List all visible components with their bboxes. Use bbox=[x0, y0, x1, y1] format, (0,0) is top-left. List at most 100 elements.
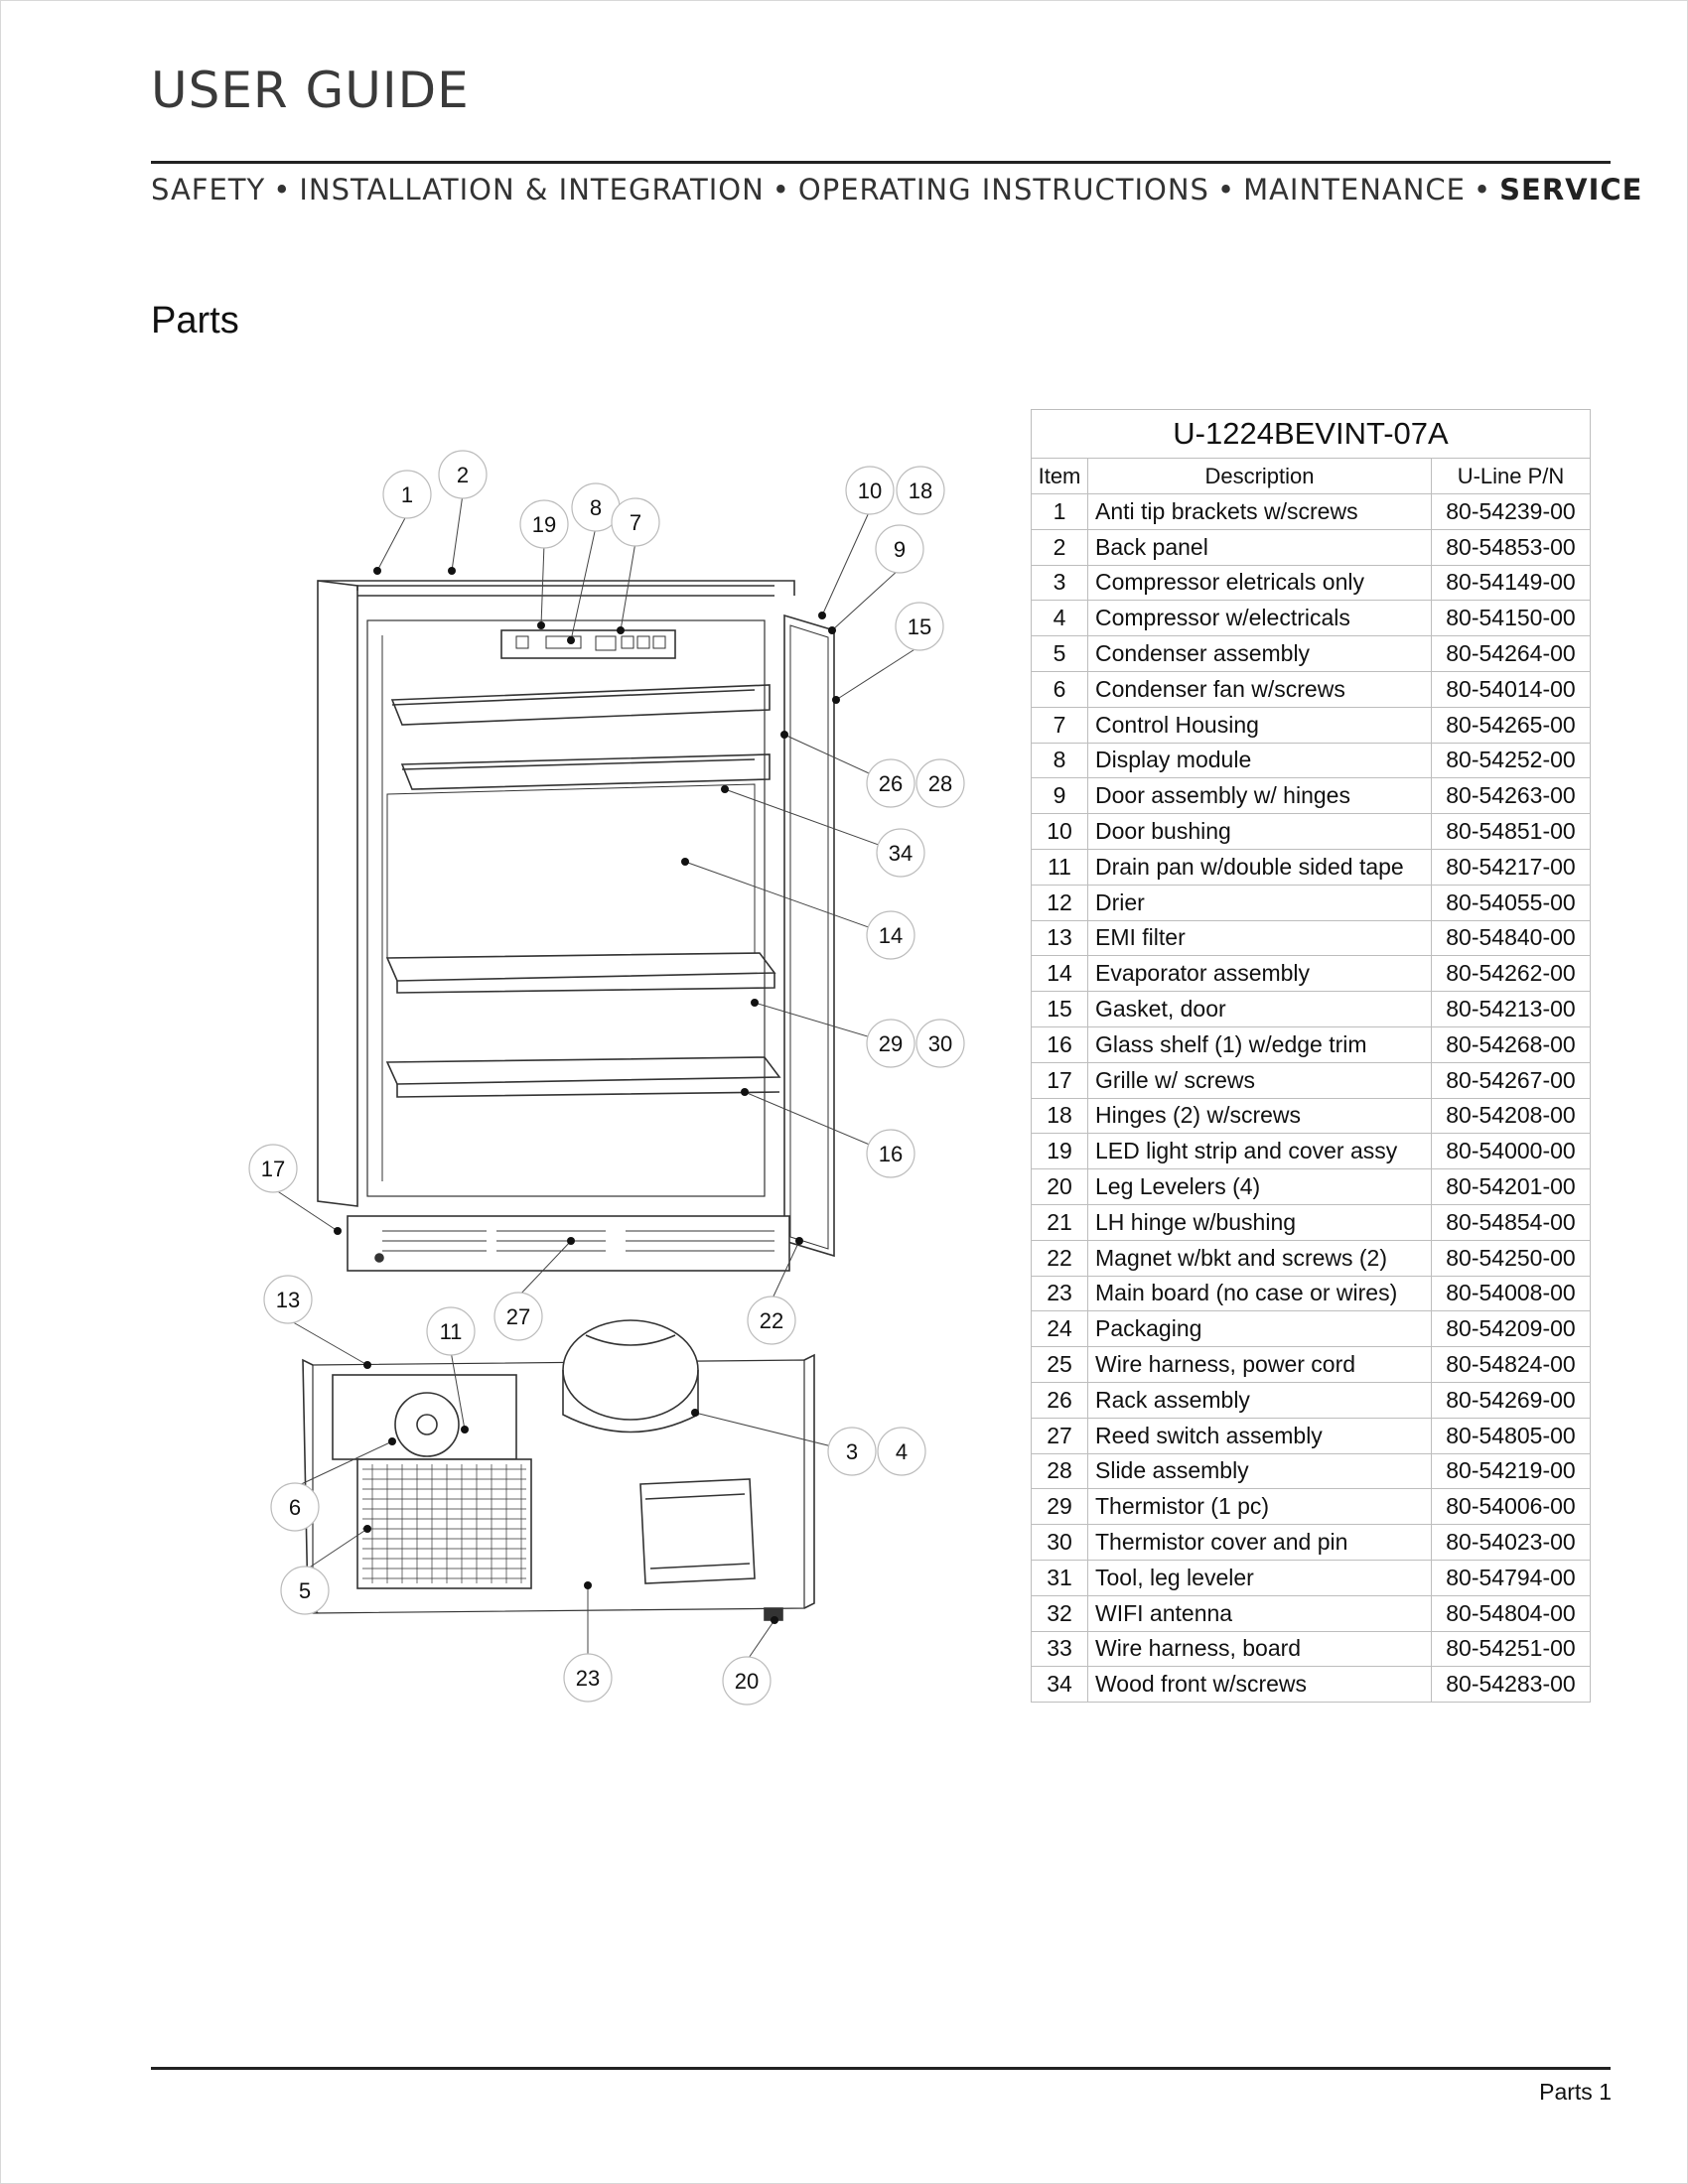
callout-leader-line bbox=[287, 1318, 368, 1366]
item-number: 1 bbox=[1031, 493, 1088, 530]
nav-item-maintenance: MAINTENANCE bbox=[1243, 173, 1467, 206]
callout-leader-line bbox=[294, 1440, 393, 1488]
part-description: Condenser assembly bbox=[1087, 635, 1432, 672]
part-description: Compressor eletricals only bbox=[1087, 564, 1432, 602]
part-number: 80-54251-00 bbox=[1431, 1630, 1591, 1668]
part-number: 80-54824-00 bbox=[1431, 1346, 1591, 1383]
nav-item-service: SERVICE bbox=[1499, 173, 1643, 206]
column-header-part-number: U-Line P/N bbox=[1431, 458, 1591, 494]
page-footer: Parts 1 bbox=[1539, 2079, 1612, 2105]
callout-leader-line bbox=[771, 1240, 800, 1301]
part-number: 80-54217-00 bbox=[1431, 848, 1591, 886]
callout-label: 29 bbox=[879, 1031, 903, 1056]
item-number: 32 bbox=[1031, 1594, 1088, 1632]
item-number: 18 bbox=[1031, 1097, 1088, 1135]
column-header-description: Description bbox=[1087, 458, 1432, 494]
item-number: 34 bbox=[1031, 1666, 1088, 1704]
callout-pointer bbox=[828, 626, 836, 634]
item-number: 14 bbox=[1031, 955, 1088, 993]
item-number: 30 bbox=[1031, 1524, 1088, 1561]
callout-bubble bbox=[611, 497, 660, 547]
item-number: 8 bbox=[1031, 742, 1088, 779]
item-number: 16 bbox=[1031, 1025, 1088, 1063]
callout-bubble bbox=[563, 1653, 613, 1703]
callout-bubble bbox=[866, 910, 915, 960]
callout-leader-line bbox=[272, 1187, 339, 1232]
document-title: USER GUIDE bbox=[151, 62, 470, 119]
nav-item-operating: OPERATING INSTRUCTIONS bbox=[797, 173, 1209, 206]
callout-label: 3 bbox=[846, 1439, 858, 1464]
callout-label: 6 bbox=[289, 1495, 301, 1520]
callout-pointer bbox=[584, 1581, 592, 1589]
callout-pointer bbox=[751, 999, 759, 1007]
part-description: Glass shelf (1) w/edge trim bbox=[1087, 1025, 1432, 1063]
item-number: 28 bbox=[1031, 1452, 1088, 1490]
item-number: 25 bbox=[1031, 1346, 1088, 1383]
item-number: 21 bbox=[1031, 1203, 1088, 1241]
item-number: 19 bbox=[1031, 1133, 1088, 1170]
nav-separator: • bbox=[1474, 173, 1492, 206]
part-number: 80-54239-00 bbox=[1431, 493, 1591, 530]
nav-separator: • bbox=[772, 173, 790, 206]
callout-pointer bbox=[818, 612, 826, 619]
item-number: 33 bbox=[1031, 1630, 1088, 1668]
callout-leader-line bbox=[746, 1619, 775, 1662]
part-description: Thermistor cover and pin bbox=[1087, 1524, 1432, 1561]
callout-label: 16 bbox=[879, 1142, 903, 1166]
callout-label: 7 bbox=[630, 510, 641, 535]
part-description: Hinges (2) w/screws bbox=[1087, 1097, 1432, 1135]
item-number: 15 bbox=[1031, 991, 1088, 1027]
part-description: Wood front w/screws bbox=[1087, 1666, 1432, 1704]
part-description: Reed switch assembly bbox=[1087, 1417, 1432, 1454]
item-number: 24 bbox=[1031, 1310, 1088, 1348]
part-number: 80-54853-00 bbox=[1431, 528, 1591, 566]
item-number: 12 bbox=[1031, 884, 1088, 921]
part-number: 80-54283-00 bbox=[1431, 1666, 1591, 1704]
part-description: Display module bbox=[1087, 742, 1432, 779]
part-number: 80-54805-00 bbox=[1431, 1417, 1591, 1454]
part-number: 80-54851-00 bbox=[1431, 813, 1591, 850]
part-number: 80-54208-00 bbox=[1431, 1097, 1591, 1135]
callout-bubble bbox=[895, 602, 944, 651]
part-number: 80-54014-00 bbox=[1431, 670, 1591, 708]
part-number: 80-54213-00 bbox=[1431, 991, 1591, 1027]
item-number: 27 bbox=[1031, 1417, 1088, 1454]
callout-pointer bbox=[691, 1409, 699, 1417]
part-number: 80-54263-00 bbox=[1431, 777, 1591, 815]
callout-bubble bbox=[382, 470, 432, 519]
part-description: Control Housing bbox=[1087, 706, 1432, 744]
item-number: 31 bbox=[1031, 1559, 1088, 1596]
callout-leader-line bbox=[620, 541, 636, 631]
part-description: Drain pan w/double sided tape bbox=[1087, 848, 1432, 886]
part-description: Gasket, door bbox=[1087, 991, 1432, 1027]
callout-pointer bbox=[373, 567, 381, 575]
part-number: 80-54264-00 bbox=[1431, 635, 1591, 672]
callout-label: 13 bbox=[276, 1288, 300, 1312]
callout-label: 20 bbox=[735, 1669, 759, 1694]
callout-bubble bbox=[747, 1296, 796, 1345]
callout-label: 10 bbox=[858, 478, 882, 503]
item-number: 11 bbox=[1031, 848, 1088, 886]
section-title: Parts bbox=[151, 300, 239, 341]
part-description: Evaporator assembly bbox=[1087, 955, 1432, 993]
item-number: 29 bbox=[1031, 1488, 1088, 1526]
callout-label: 11 bbox=[440, 1319, 463, 1344]
part-description: Packaging bbox=[1087, 1310, 1432, 1348]
callout-pointer bbox=[795, 1237, 803, 1245]
callout-label: 22 bbox=[760, 1308, 783, 1333]
callout-label: 34 bbox=[889, 841, 913, 866]
callout-label: 27 bbox=[506, 1304, 530, 1329]
item-number: 13 bbox=[1031, 919, 1088, 957]
part-number: 80-54268-00 bbox=[1431, 1025, 1591, 1063]
